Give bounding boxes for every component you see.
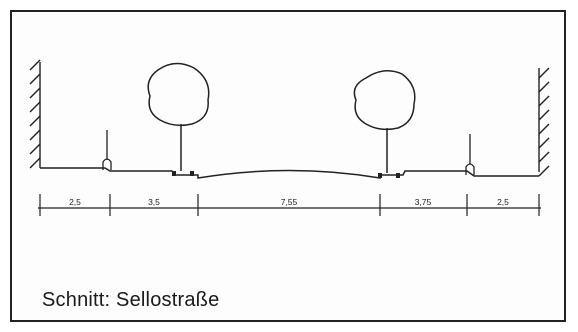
dimension-line [38,194,541,216]
dimension-label-parking-right: 3,75 [415,197,432,207]
dimension-label-sidewalk-left: 2,5 [69,197,81,207]
dimension-label-parking-left: 3,5 [148,197,160,207]
street-ground-line [40,167,539,179]
dimension-label-roadway: 7,55 [281,197,298,207]
street-lamp-left [102,130,112,170]
tree-right [353,70,416,178]
dimension-label-sidewalk-right: 2,5 [497,197,509,207]
right-building-wall [538,67,550,177]
section-caption: Schnitt: Sellostraße [42,289,220,311]
left-building-wall [29,59,41,169]
street-lamp-right [465,134,475,175]
tree-left [147,62,210,176]
